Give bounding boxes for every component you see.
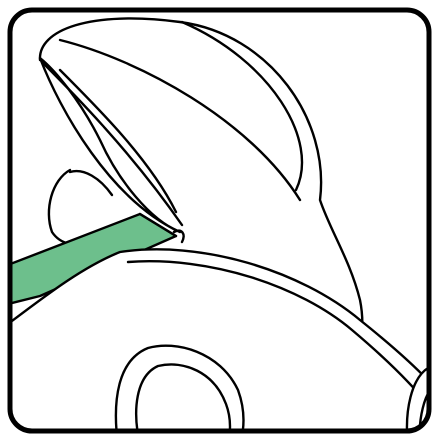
- illustration-frame: [0, 0, 439, 441]
- illustration-canvas: [0, 0, 439, 441]
